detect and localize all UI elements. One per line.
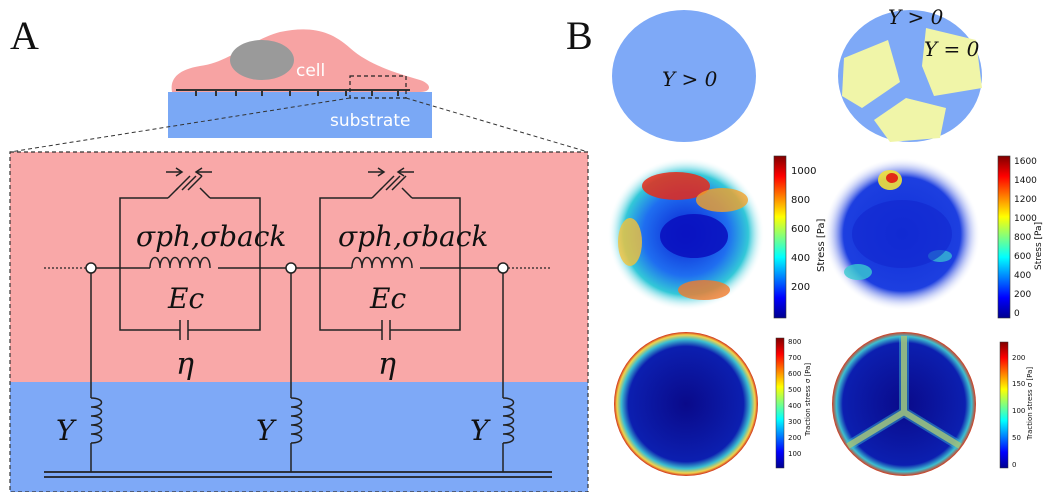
cb2-tick-3: 1200: [1014, 195, 1037, 205]
circuit-unit-1: [119, 167, 286, 340]
patterned-region-label-top: Y > 0: [888, 5, 944, 29]
cb3-tick-6: 300: [788, 418, 801, 426]
cb3-tick-1: 800: [788, 338, 801, 346]
sigma-label-right: σph,σback: [338, 220, 488, 253]
cb2-tick-6: 600: [1014, 252, 1031, 262]
ec-label-left: Ec: [167, 282, 204, 315]
cb2-tick-2: 1400: [1014, 176, 1037, 186]
node-1: [85, 262, 97, 274]
cb1-tick-4: 400: [791, 253, 810, 264]
adhesion-free-zone-3: [874, 98, 946, 142]
nucleus: [230, 40, 294, 80]
substrate-region: [10, 382, 588, 492]
geometry-uniform: Y > 0: [612, 10, 756, 142]
cb4-tick-4: 50: [1012, 434, 1021, 442]
colorbar-3-label: Traction stress σ [Pa]: [804, 363, 812, 437]
cb4-tick-5: 0: [1012, 461, 1016, 469]
cb1-tick-5: 200: [791, 282, 810, 293]
cb2-tick-4: 1000: [1014, 214, 1037, 224]
colorbar-4: [999, 341, 1009, 469]
cb2-tick-7: 400: [1014, 271, 1031, 281]
cb3-tick-2: 700: [788, 354, 801, 362]
cb2-tick-8: 200: [1014, 290, 1031, 300]
panel-b-figure: Y > 0 Y > 0 Y = 0 1000 800 600 400 200 S…: [608, 5, 1044, 476]
panel-label-a: A: [10, 13, 39, 58]
colorbar-1-label: Stress [Pa]: [816, 218, 827, 272]
cb4-tick-2: 150: [1012, 380, 1025, 388]
zoom-line-right: [405, 97, 589, 153]
y-label-1: Y: [56, 414, 77, 447]
cell-region: [10, 152, 588, 382]
cell-sketch: cell substrate: [168, 29, 432, 138]
substrate-springs: [44, 273, 552, 478]
zoom-box: [349, 75, 407, 99]
zoom-line-left: [9, 97, 351, 153]
colorbar-3: [775, 337, 785, 469]
stress-map-patterned: 1600 1400 1200 1000 800 600 400 200 0 St…: [824, 155, 1044, 319]
substrate-label: substrate: [330, 111, 410, 131]
cb1-tick-2: 800: [791, 195, 810, 206]
colorbar-4-label: Traction stress σ [Pa]: [1026, 367, 1034, 441]
substrate-block: [168, 92, 432, 138]
circuit-frame: [9, 151, 589, 492]
cb3-tick-4: 500: [788, 386, 801, 394]
panel-a-figure: cell substrate: [9, 29, 589, 492]
colorbar-1: [773, 155, 787, 319]
cb3-tick-7: 200: [788, 434, 801, 442]
cell-label: cell: [296, 61, 325, 81]
uniform-region-label: Y > 0: [662, 67, 718, 91]
cb3-tick-5: 400: [788, 402, 801, 410]
traction-map-disc-1: [614, 332, 758, 476]
cb2-tick-9: 0: [1014, 309, 1020, 319]
node-2: [285, 262, 297, 274]
cb3-tick-3: 600: [788, 370, 801, 378]
eta-label-left: η: [176, 347, 194, 382]
traction-map-uniform: 800 700 600 500 400 300 200 100 Traction…: [614, 332, 812, 476]
geometry-patterned: Y > 0 Y = 0: [838, 5, 982, 142]
cb4-tick-3: 100: [1012, 407, 1025, 415]
cb1-tick-3: 600: [791, 224, 810, 235]
colorbar-2-label: Stress [Pa]: [1034, 222, 1044, 270]
y-label-2: Y: [256, 414, 277, 447]
cb1-tick-1: 1000: [791, 166, 816, 177]
adhesion-free-zone-2: [922, 28, 982, 96]
eta-label-right: η: [378, 347, 396, 382]
colorbar-2: [997, 155, 1011, 319]
sigma-label-left: σph,σback: [136, 220, 286, 253]
cb2-tick-1: 1600: [1014, 157, 1037, 167]
cb3-tick-8: 100: [788, 450, 801, 458]
uniform-disc: [612, 10, 756, 142]
cb4-tick-1: 200: [1012, 354, 1025, 362]
stress-map-uniform: 1000 800 600 400 200 Stress [Pa]: [608, 155, 827, 319]
circuit-diagram: σph,σback Ec η σph,σback Ec η: [9, 151, 589, 492]
panel-label-b: B: [566, 13, 593, 58]
circuit-unit-2: [296, 167, 498, 340]
ec-label-right: Ec: [369, 282, 406, 315]
node-3: [497, 262, 509, 274]
adhesion-free-zone-1: [842, 40, 900, 108]
traction-arms: [846, 336, 962, 449]
cb2-tick-5: 800: [1014, 233, 1031, 243]
traction-map-patterned: 200 150 100 50 0 Traction stress σ [Pa]: [832, 332, 1034, 476]
patterned-region-label-inner: Y = 0: [924, 37, 980, 61]
y-label-3: Y: [470, 414, 491, 447]
